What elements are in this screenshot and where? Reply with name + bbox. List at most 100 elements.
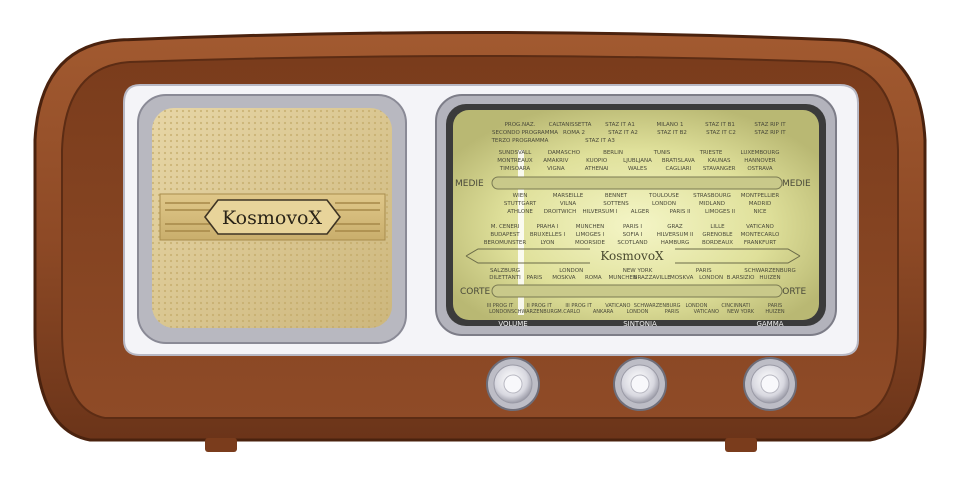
program-row: STAZ IT C2 [706,130,736,136]
station-label: PARIS [527,275,543,281]
program-row: STAZ IT B2 [657,130,687,136]
station-label: LONDON [652,201,676,207]
station-label: DROITWICH [544,209,576,215]
station-label: SALZBURG [490,268,520,274]
station-label: BEROMUNSTER [484,240,527,246]
station-label: STRASBOURG [693,193,731,199]
station-label: PRAHA I [537,224,559,230]
dial-corte-stations: SALZBURG LONDON NEW YORK PARIS SCHWARZENBURG… [489,268,795,281]
program-row: STAZ IT A2 [608,130,638,136]
gamma-label: GAMMA [756,320,783,328]
station-label: PARIS [665,309,679,315]
volume-knob[interactable] [486,357,540,411]
corte-scale-bar [491,284,783,298]
station-label: PARIS [768,303,782,309]
station-label: LONDON [686,303,708,309]
station-label: LIMOGES I [576,232,605,238]
station-label: SCOTLAND [617,240,647,246]
station-label: VATICANO [746,224,774,230]
station-label: HILVERSUM II [657,232,694,238]
station-label: MARSEILLE [553,193,584,199]
station-label: SOFIA I [623,232,643,238]
program-row: STAZ IT A1 [605,122,635,128]
station-label: KAUNAS [708,158,731,164]
station-label: VATICANO [605,303,630,309]
program-row: TERZO PROGRAMMA [491,138,549,144]
foot-left [205,438,237,452]
station-label: MADRID [749,201,771,207]
station-label: HUIZEN [765,309,784,315]
station-label: PARIS [696,268,712,274]
station-label: AMAKRIV [543,158,568,164]
station-label: BERLIN [603,150,623,156]
station-label: GRENOBLE [702,232,733,238]
station-label: MOSKVA [670,275,694,281]
station-label: WALES [628,166,647,172]
station-label: KUOPIO [586,158,608,164]
dial-brand-logo: KosmovoX [600,249,664,263]
program-row: STAZ IT A3 [585,138,615,144]
station-label: BORDEAUX [702,240,733,246]
station-label: BUDAPEST [490,232,520,238]
station-label: III PROG IT [487,303,514,309]
station-label: M. CENERI [491,224,520,230]
station-label: DAMASCHO [548,150,581,156]
station-label: DILETTANTI [489,275,521,281]
station-label: PARIS I [623,224,642,230]
program-row: STAZ RIP IT [754,122,786,128]
station-label: GRAZ [667,224,683,230]
dial-ornament [465,248,801,264]
station-label: LONDON [489,309,511,315]
station-label: SOTTENS [603,201,629,207]
station-label: TRIESTE [699,150,723,156]
station-label: MOSKVA [552,275,576,281]
tuning-pointer [518,150,524,315]
station-label: MONTPELLIER [741,193,780,199]
station-label: PARIS II [670,209,691,215]
station-label: HANNOVER [744,158,776,164]
program-row: STAZ RIP IT [754,130,786,136]
station-label: LONDON [627,309,649,315]
station-label: HAMBURG [661,240,690,246]
station-label: LUXEMBOURG [741,150,780,156]
station-label: CAGLIARI [665,166,691,172]
station-label: LYON [541,240,555,246]
station-label: LILLE [710,224,725,230]
station-label: MONTREAUX [497,158,533,164]
station-label: SCHWARZENBURG [744,268,795,274]
station-label: MIDLAND [699,201,725,207]
station-label: NEW YORK [623,268,653,274]
program-row: STAZ IT B1 [705,122,735,128]
program-row: MILANO 1 [656,122,683,128]
station-label: NEW YORK [727,309,755,315]
brand-band-stripes [165,202,380,232]
station-label: BENNET [605,193,628,199]
station-label: FRANKFURT [744,240,777,246]
station-label: LIMOGES II [705,209,735,215]
station-label: ROMA [585,275,602,281]
station-label: LONDON [699,275,723,281]
station-label: OSTRAVA [747,166,773,172]
station-label: II PROG IT [527,303,553,309]
station-label: ATHLONE [507,209,533,215]
dial-glass [453,110,819,320]
station-label: ATHENAI [585,166,609,172]
tuning-knob[interactable] [613,357,667,411]
station-label: TOULOUSE [648,193,679,199]
station-label: VILNA [560,201,577,207]
station-label: MOORSIDE [575,240,606,246]
station-label: ANKARA [593,309,614,315]
station-label: NICE [753,209,767,215]
station-label: STUTTGART [504,201,537,207]
medie-scale-bar [491,176,783,190]
station-label: SUNDSVALL [499,150,533,156]
station-label: SCHWARZENBURG [634,303,681,309]
station-label: VIGNA [547,166,565,172]
volume-label: VOLUME [498,320,527,328]
band-knob[interactable] [743,357,797,411]
station-label: LONDON [559,268,583,274]
